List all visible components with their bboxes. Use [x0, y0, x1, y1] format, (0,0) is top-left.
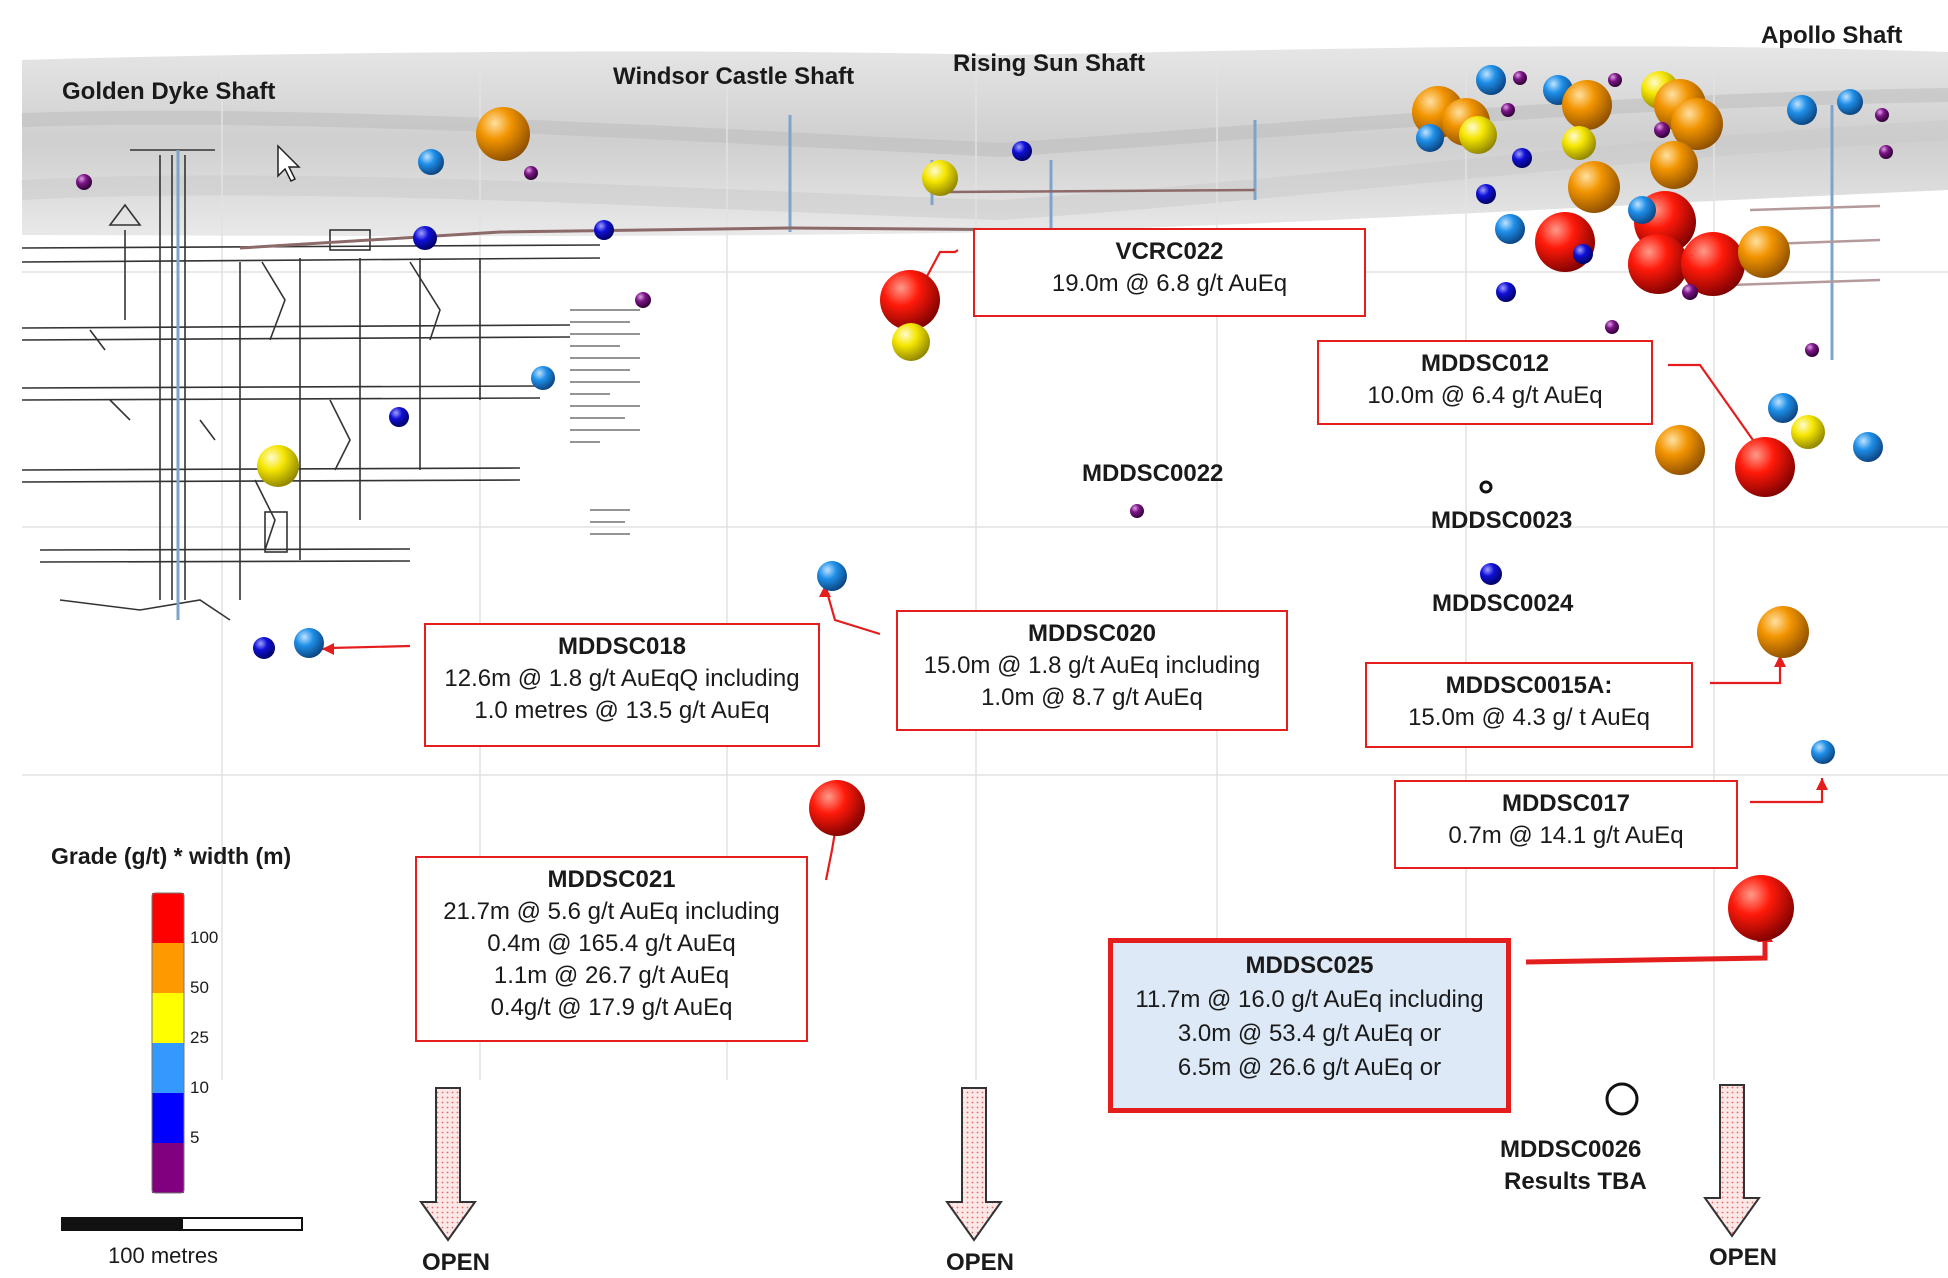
callout-mddsc018: MDDSC018 12.6m @ 1.8 g/t AuEqQ including… — [424, 623, 820, 747]
legend-tick: 5 — [190, 1128, 200, 1147]
callout-title: MDDSC025 — [1245, 952, 1374, 979]
hole-status-mddsc0026: Results TBA — [1504, 1168, 1647, 1195]
shaft-label-golden-dyke: Golden Dyke Shaft — [62, 78, 276, 105]
legend-color-bar — [151, 892, 185, 1194]
callout-vcrc022: VCRC022 19.0m @ 6.8 g/t AuEq — [973, 228, 1366, 317]
grid-lines — [22, 60, 1948, 1080]
legend-swatch — [152, 893, 184, 943]
callout-line: 6.5m @ 26.6 g/t AuEq or — [1177, 1054, 1442, 1081]
callout-line: 10.0m @ 6.4 g/t AuEq — [1367, 382, 1603, 409]
open-arrow-left — [419, 1087, 477, 1242]
hole-label-mddsc0022: MDDSC0022 — [1082, 460, 1224, 487]
open-arrow-right — [1703, 1084, 1761, 1238]
callout-mddsc012: MDDSC012 10.0m @ 6.4 g/t AuEq — [1317, 340, 1653, 425]
legend-tick: 25 — [190, 1028, 209, 1047]
leader-arrowheads — [322, 585, 1828, 790]
hole-label-mddsc0026: MDDSC0026 — [1500, 1136, 1642, 1163]
legend-swatch — [152, 1093, 184, 1143]
legend-tick: 100 — [190, 928, 219, 947]
callout-line: 15.0m @ 4.3 g/ t AuEq — [1408, 704, 1650, 731]
shaft-label-rising-sun: Rising Sun Shaft — [953, 50, 1145, 77]
legend-tick: 50 — [190, 978, 209, 997]
legend-swatch — [152, 993, 184, 1043]
legend-frame — [151, 892, 185, 1194]
callout-title: MDDSC0015A: — [1445, 672, 1613, 699]
shaft-lines — [176, 105, 1834, 620]
callout-mddsc0015a: MDDSC0015A: 15.0m @ 4.3 g/ t AuEq — [1365, 662, 1693, 748]
callout-line: 0.4m @ 165.4 g/t AuEq — [487, 930, 736, 957]
open-arrows — [419, 1084, 1761, 1242]
underground-drive — [239, 226, 1051, 250]
open-label-left: OPEN — [422, 1249, 491, 1276]
legend-title: Grade (g/t) * width (m) — [51, 843, 292, 869]
callout-line: 0.4g/t @ 17.9 g/t AuEq — [490, 994, 733, 1021]
callout-title: MDDSC012 — [1420, 350, 1550, 377]
callout-mddsc020: MDDSC020 15.0m @ 1.8 g/t AuEq including … — [896, 610, 1288, 731]
callout-mddsc017: MDDSC017 0.7m @ 14.1 g/t AuEq — [1394, 780, 1738, 869]
open-label-middle: OPEN — [946, 1249, 1015, 1276]
callout-line: 3.0m @ 53.4 g/t AuEq or — [1177, 1020, 1442, 1047]
hole-label-mddsc0023: MDDSC0023 — [1431, 507, 1573, 534]
legend-swatch — [152, 1043, 184, 1093]
shaft-label-windsor-castle: Windsor Castle Shaft — [613, 63, 855, 90]
mddsc0026-collar — [1605, 1082, 1639, 1116]
legend-swatch — [152, 1143, 184, 1193]
callout-mddsc025: MDDSC025 11.7m @ 16.0 g/t AuEq including… — [1108, 938, 1511, 1113]
open-arrow-middle — [945, 1087, 1003, 1242]
hole-label-mddsc0024: MDDSC0024 — [1432, 590, 1574, 617]
cursor-arrow-icon — [277, 144, 301, 183]
intercept-spheres — [76, 65, 1893, 941]
scale-bar — [61, 1217, 303, 1231]
legend-tick: 10 — [190, 1078, 209, 1097]
callout-line: 0.7m @ 14.1 g/t AuEq — [1448, 822, 1684, 849]
shaft-label-apollo: Apollo Shaft — [1761, 22, 1903, 49]
callout-title: MDDSC020 — [1027, 620, 1157, 647]
scale-bar-label: 100 metres — [108, 1243, 219, 1268]
callout-line: 12.6m @ 1.8 g/t AuEqQ including — [444, 665, 800, 692]
callout-line: 11.7m @ 16.0 g/t AuEq including — [1135, 986, 1484, 1013]
callout-title: MDDSC018 — [557, 633, 687, 660]
mddsc025-leader — [1525, 936, 1768, 965]
callout-title: VCRC022 — [1115, 238, 1224, 265]
callout-mddsc021: MDDSC021 21.7m @ 5.6 g/t AuEq including … — [415, 856, 808, 1042]
callout-line: 19.0m @ 6.8 g/t AuEq — [1051, 270, 1288, 297]
open-label-right: OPEN — [1709, 1244, 1778, 1271]
callout-line: 1.0 metres @ 13.5 g/t AuEq — [474, 697, 770, 724]
callout-line: 1.0m @ 8.7 g/t AuEq — [981, 684, 1203, 711]
callout-title: MDDSC021 — [547, 866, 676, 893]
mddsc0023-collar — [1479, 480, 1493, 494]
callout-title: MDDSC017 — [1501, 790, 1631, 817]
legend-swatch — [152, 943, 184, 993]
callout-line: 1.1m @ 26.7 g/t AuEq — [493, 962, 730, 989]
callout-line: 15.0m @ 1.8 g/t AuEq including — [923, 652, 1261, 679]
sketch-annotations — [570, 309, 640, 535]
callout-line: 21.7m @ 5.6 g/t AuEq including — [443, 898, 780, 925]
